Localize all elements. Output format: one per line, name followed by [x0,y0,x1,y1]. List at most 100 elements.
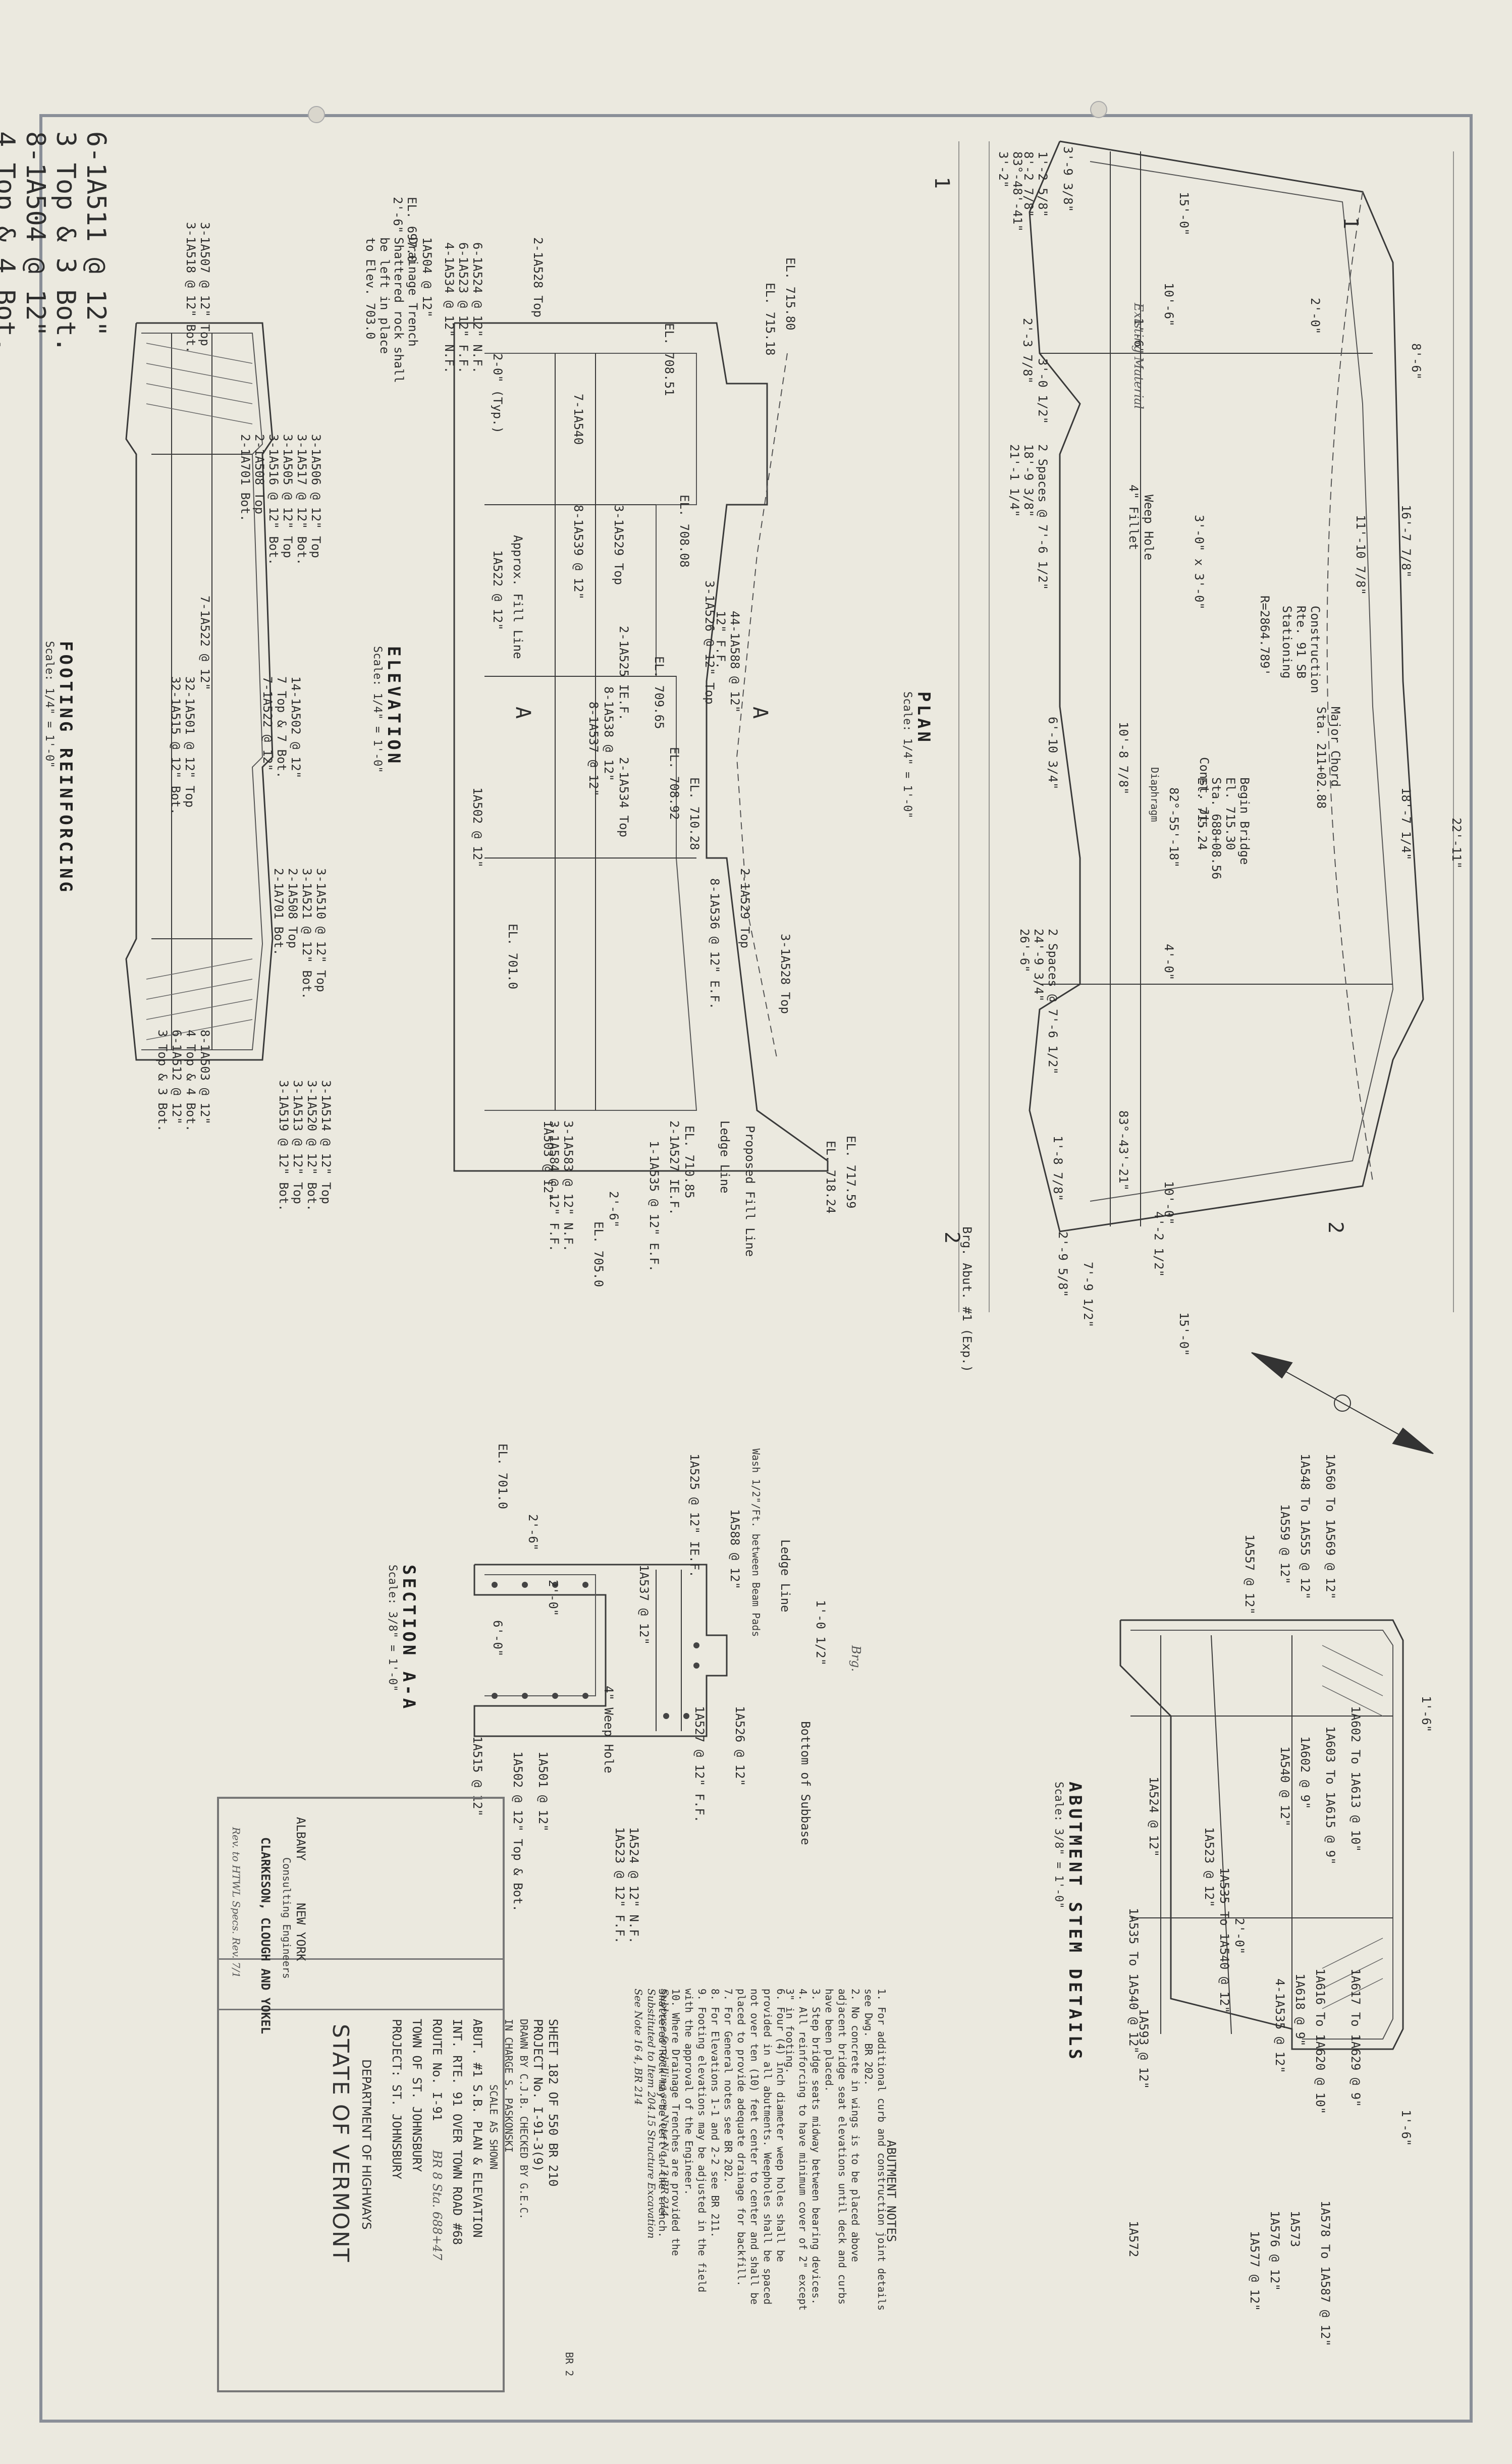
section-labels: 1'-0 1/2" [814,1600,828,1666]
plan-labels: 10'-8 7/8" [1116,722,1130,795]
plan-labels: R=2864.789' [1258,596,1272,676]
plan-labels: 3'-9 3/8" [1061,146,1075,212]
elevation-labels: 8-1A536 @ 12" E.F. [708,878,722,1010]
stem-labels: 1'-6" [1419,1696,1433,1733]
footing-labels: 7-1A522 @ 12" [198,596,212,690]
elevation-mark-1: 1 [930,177,953,189]
stem-labels: 1A523 @ 12" [1202,1827,1216,1907]
plan-labels: 15'-0" [1177,1312,1191,1356]
elevation-labels: EL. 701.0 [506,924,520,990]
section-labels: 1A501 @ 12" [536,1751,550,1832]
elevation-labels: 44-1A588 @ 12"12" F.F. [714,611,742,713]
elevation-labels: 6-1A524 @ 12" N.F.6-1A523 @ 12" F.F. 4-1… [442,242,484,374]
plan-labels: 8'-6" [1409,343,1423,380]
footing-scale: Scale: 1/4" = 1'-0" [43,641,56,768]
title-block-divider [217,1958,505,1960]
elevation-labels: 1A502 @ 12" [470,787,484,868]
section-title-block: SECTION A-A Scale: 3/8" = 1'-0" [386,1565,419,1711]
elevation-labels: EL. 718.24 [824,1141,838,1214]
section-labels: Bottom of Subbase [798,1721,813,1845]
firm-name: CLARKESON, CLOUGH AND YOKEL [258,1837,273,2034]
north-arrow [1251,1352,1434,1454]
elevation-labels: EL. 709.65 [652,656,666,729]
note-item: 1. For additional curb and construction … [862,1989,888,2311]
elevation-labels: 2-1A534 Top [617,757,631,837]
footing-title: FOOTING REINFORCING [56,641,76,895]
drawn-checked: DRAWN BY C.J.B. CHECKED BY G.E.C. [518,2019,530,2220]
plan-title-block: PLAN Scale: 1/4" = 1'-0" [901,691,934,819]
plan-labels: 3'-0" x 3'-0" [1192,515,1206,610]
handwritten-note: See Note 16 4, BR 214 [632,1989,644,2106]
section-rebar-dots [492,1582,699,1719]
note-item: 3. Step bridge seats midway between bear… [810,1989,822,2305]
stem-labels: 1A593 @ 12" [1137,2009,1151,2089]
section-labels: Wash 1/2"/Ft. between Beam Pads [750,1449,762,1637]
elevation-mark-1: 1 [1339,217,1362,230]
footing-labels: 14-1A502 @ 12"7 Top & 7 Bot. 7-1A522 @ 1… [260,676,303,779]
elevation-title-block: ELEVATION Scale: 1/4" = 1'-0" [371,646,404,773]
section-scale: Scale: 3/8" = 1'-0" [386,1565,399,1692]
elevation-mark-2: 2 [940,1231,963,1244]
stem-labels: 1A616 To 1A620 @ 10" [1313,1968,1327,2114]
route-handwritten: BR 8 Sta. 688+47 [430,2150,444,2261]
plan-labels: 11'-10 7/8" [1354,515,1368,595]
note-item: 9. Footing elevations may be adjusted in… [683,1989,708,2293]
drawing-title-line2: ABUT. #1 S.B. PLAN & ELEVATION [470,2019,484,2238]
stem-labels: 1A573 [1288,2211,1302,2247]
elevation-labels: 2-1A529 Top [738,868,752,948]
stem-labels: 1A559 @ 12" [1278,1504,1292,1584]
stem-labels: 2'-0" [1232,1918,1247,1955]
stem-labels: 1A617 To 1A629 @ 9" [1348,1968,1363,2107]
elevation-labels: 8-1A539 @ 12" [571,505,585,600]
elevation-labels: EL. 717.59 [844,1136,858,1209]
plan-labels: 2 Spaces @ 7'-6 1/2"24'-9 3/4" 26'-6" [1017,929,1060,1075]
firm-subtitle: Consulting Engineers [281,1857,293,1979]
plan-labels: 2 Spaces @ 7'-6 1/2"18'-9 3/8" 21'-1 1/4… [1007,444,1050,590]
plan-labels: Diaphragm [1149,767,1161,822]
elevation-outline [453,322,829,1172]
plan-labels: 82°-55'-18" [1167,787,1181,868]
plan-labels: 1'-2 5/8"8'-2 7/8" [1021,151,1050,218]
corner-mark: BR 2 [563,2352,575,2377]
sheet-border [39,114,1473,2423]
stem-bars [1322,1645,1383,2009]
section-labels: 1A526 @ 12" [733,1706,747,1786]
plan-labels: 16'-7 7/8" [1399,505,1413,578]
notes-list: 6. Four (4) inch diameter weep holes sha… [656,1989,787,2312]
plan-labels: 15'-0" [1177,192,1191,236]
section-labels: 1A524 @ 12" N.F.1A523 @ 12" F.F. [613,1827,641,1944]
elevation-labels: 3-1A528 Top [778,934,792,1014]
plan-labels: 83°-43'-21" [1116,1110,1130,1191]
plan-dimension-lines [958,141,1454,1312]
handwritten-note: Substituted to Item 204.15 Structure Exc… [645,1989,658,2239]
handwritten-note: Subbase for drilling see Note No. 12 BR … [659,1989,671,2217]
plan-labels: 6'-10 3/4" [1046,717,1060,790]
binder-hole [1090,101,1107,118]
elevation-labels: 8-1A537 @ 12" [586,702,601,796]
elevation-labels: 3-1A526 @ 12" Top [703,580,717,705]
plan-labels: 3'-0 1/2" [1036,358,1050,424]
elevation-labels: EL. 708.08 [677,495,691,568]
plan-labels: 18'-7 1/4" [1399,787,1413,861]
title-block [217,1797,505,2392]
elevation-labels: Approx. Fill Line [511,535,525,659]
stem-labels: 1A603 To 1A615 @ 9" [1323,1726,1337,1865]
note-item: 6. Four (4) inch diameter weep holes sha… [735,1989,787,2305]
sheet-number: SHEET 182 OF 550 BR 210 [546,2019,560,2187]
elevation-labels: EL. 710.85 [682,1126,696,1199]
stem-labels: 1A548 To 1A555 @ 12" [1298,1454,1312,1599]
drawing-scale: SCALE AS SHOWN [488,2084,500,2170]
project-number: PROJECT No. I-91-3(9) [531,2019,545,2172]
plan-labels: 10'-0" [1162,1181,1176,1225]
section-labels: EL. 701.0 [496,1443,510,1510]
plan-labels: 83°-48'-41"3'-2" [996,151,1024,232]
section-mark-a: A [748,707,772,719]
plan-labels: 22'-11" [1449,818,1464,869]
note-item: 7. For General notes see BR 202. [722,1989,734,2183]
